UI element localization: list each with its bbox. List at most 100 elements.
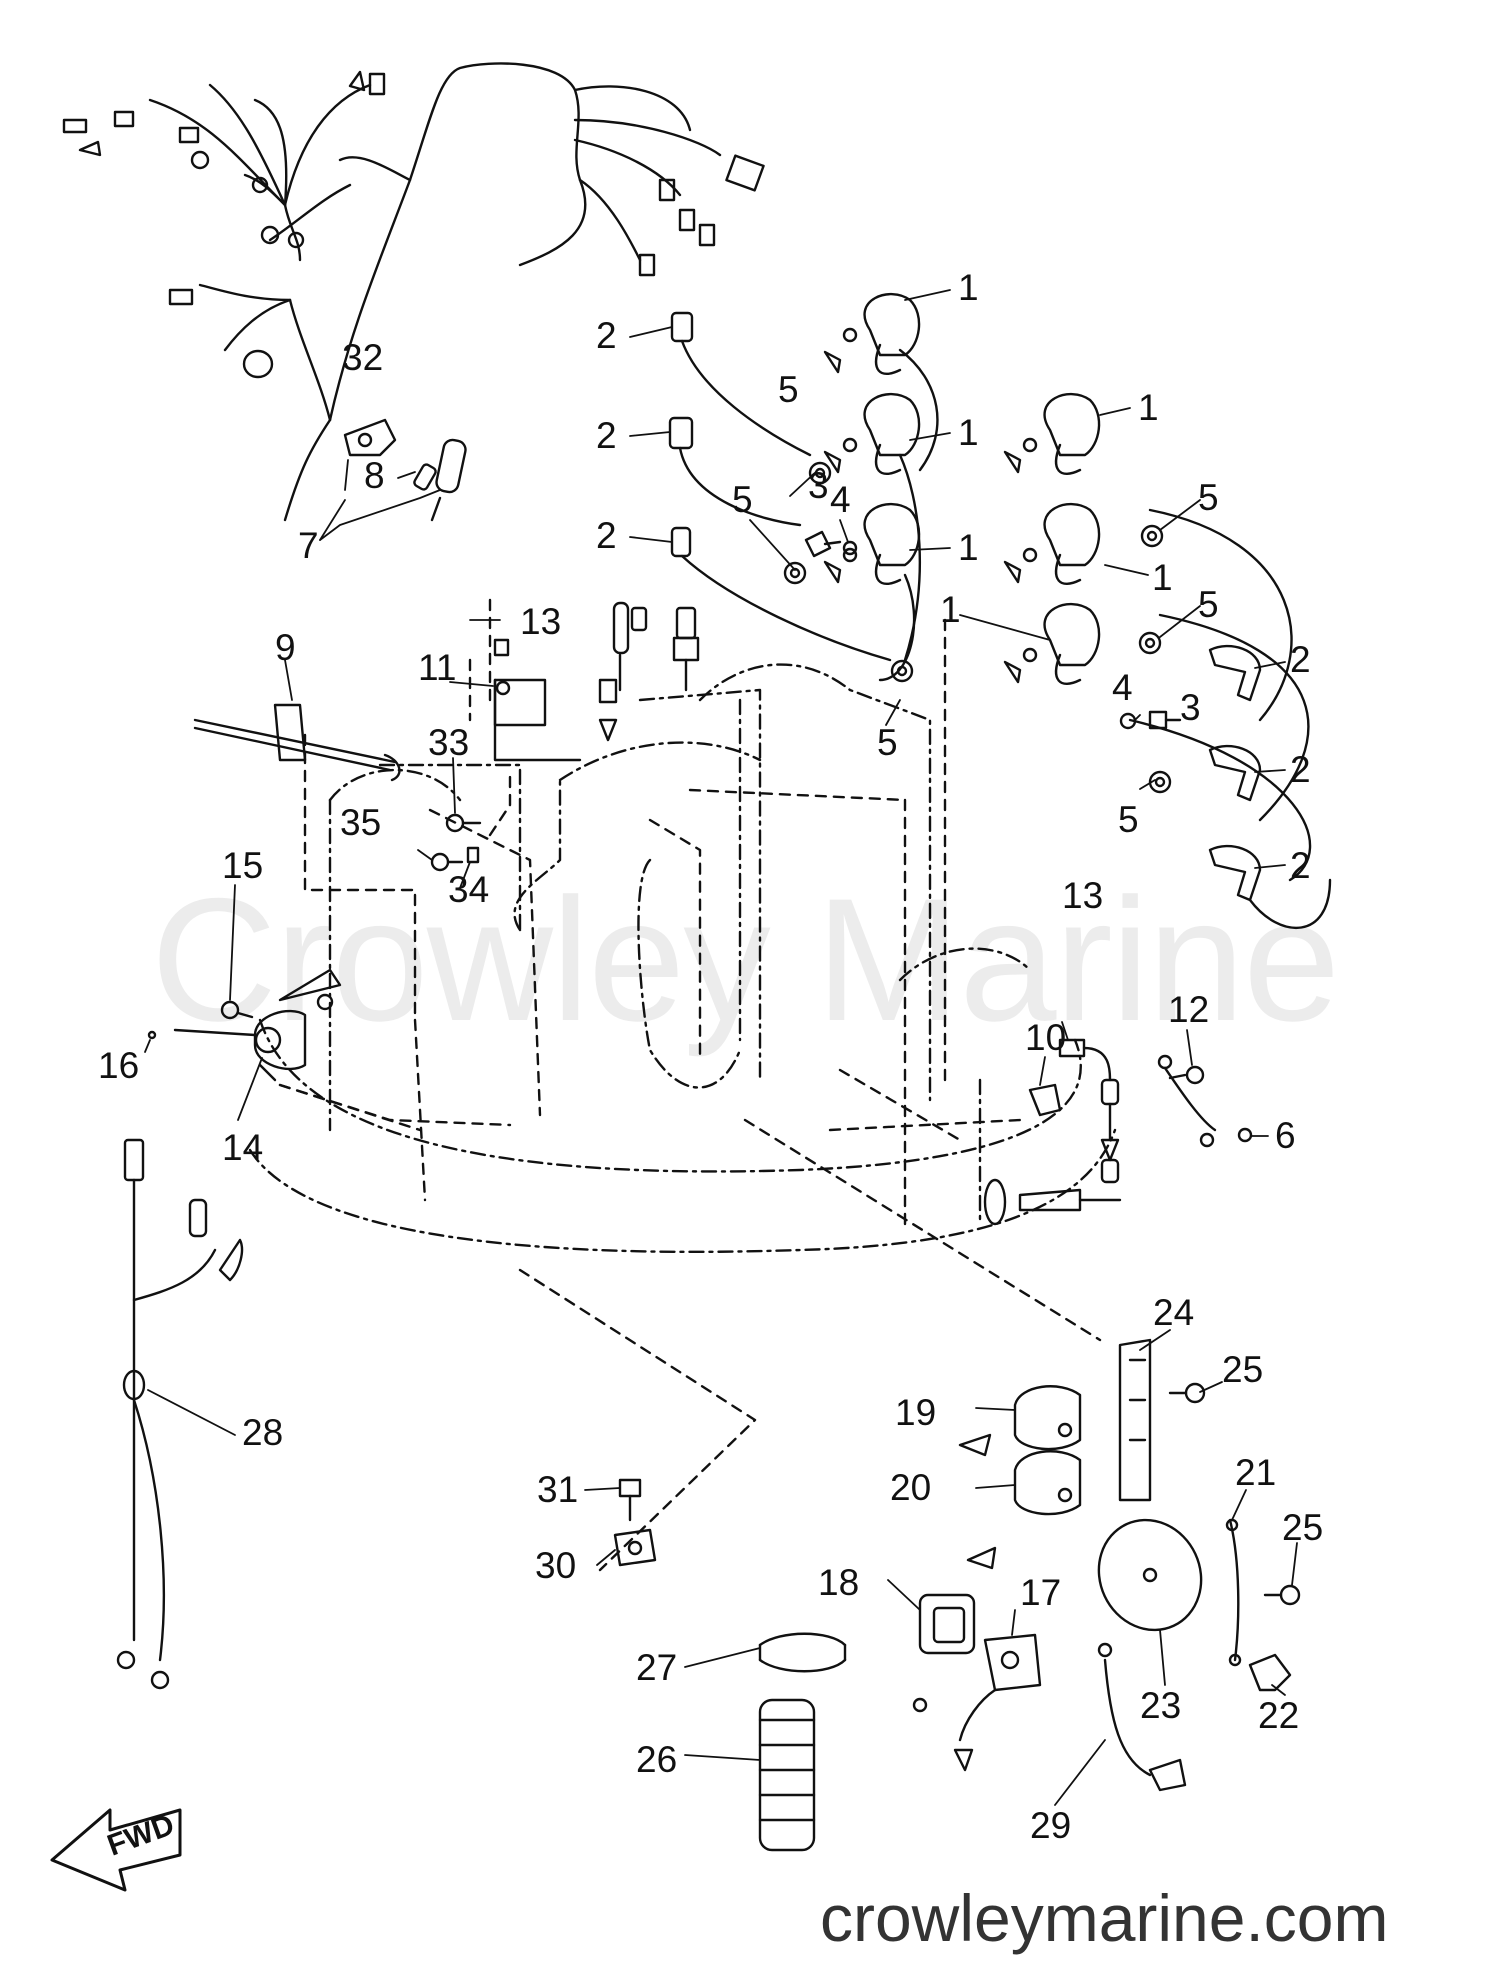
part-10-clamp [1028, 1083, 1062, 1117]
callout-12: 12 [1168, 989, 1209, 1030]
part-1-coil-a [823, 292, 921, 376]
callout-2: 2 [596, 415, 617, 456]
spark-plug-center [672, 606, 700, 692]
part-19-relay [958, 1385, 1082, 1457]
callout-34: 34 [448, 869, 489, 910]
part-1-coil-f [1003, 602, 1101, 686]
leader-lines [278, 598, 1102, 1572]
callout-20: 20 [890, 1467, 931, 1508]
part-2-plug-cap-b [668, 416, 694, 450]
fwd-label: FWD [103, 1808, 178, 1862]
callout-14: 14 [222, 1127, 263, 1168]
part-27-band [758, 1632, 847, 1673]
part-15-bolt [220, 968, 342, 1020]
part-4-washer [842, 540, 858, 556]
part-5-grommet [783, 561, 807, 585]
callout-23: 23 [1140, 1685, 1181, 1726]
callout-10: 10 [1025, 1017, 1066, 1058]
callout-1: 1 [958, 412, 979, 453]
part-1-coil-b [823, 392, 921, 476]
callout-7: 7 [298, 525, 319, 566]
callout-4: 4 [1112, 667, 1133, 708]
part-16-pin [147, 1030, 157, 1040]
part-22-cap [1248, 1653, 1292, 1692]
part-13-sensor-top [598, 601, 648, 742]
part-7-fuse-holder [430, 438, 467, 522]
callout-5: 5 [877, 722, 898, 763]
callout-30: 30 [535, 1545, 576, 1586]
part-5-grommet [1140, 524, 1164, 548]
callout-35: 35 [340, 802, 381, 843]
callout-5: 5 [732, 479, 753, 520]
callout-6: 6 [1275, 1115, 1296, 1156]
harness-connector-block [725, 154, 765, 192]
callout-13: 13 [520, 601, 561, 642]
callout-33: 33 [428, 722, 469, 763]
callout-2: 2 [1290, 749, 1311, 790]
part-1-coil-d [1003, 392, 1101, 476]
callout-leaders [144, 289, 1298, 1806]
spark-plug-caps-right [1128, 508, 1332, 930]
part-33-bolt [445, 813, 482, 833]
part-5-grommet [890, 659, 914, 683]
part-25-bolt-top [1168, 1382, 1206, 1404]
part-18-connector [918, 1593, 976, 1655]
part-5-grommet [808, 461, 832, 485]
part-29-lead [1097, 1642, 1187, 1792]
bolt-11 [493, 638, 510, 657]
callout-1: 1 [958, 267, 979, 308]
part-31-bolt [618, 1478, 642, 1522]
part-4-washer [1119, 712, 1137, 730]
part-35-bolt [430, 852, 464, 872]
part-3-bolt [804, 530, 832, 558]
callout-24: 24 [1153, 1292, 1194, 1333]
part-24-bracket [1118, 1338, 1152, 1502]
callout-2: 2 [1290, 639, 1311, 680]
callout-2: 2 [596, 515, 617, 556]
part-11-bracket [493, 678, 582, 762]
part-34-clip [466, 846, 480, 864]
part-14-thermo-switch [173, 1009, 307, 1082]
callout-4: 4 [830, 479, 851, 520]
part-1-coil-e [1003, 502, 1101, 586]
part-2-plug-cap-c [670, 526, 692, 558]
spark-plug-caps-left [668, 311, 939, 682]
callout-1: 1 [1152, 557, 1173, 598]
callout-22: 22 [1258, 1695, 1299, 1736]
part-32-clamp [343, 418, 397, 457]
part-8-fuse [413, 463, 437, 491]
engine-block-outline [248, 663, 1117, 1254]
callout-18: 18 [818, 1562, 859, 1603]
callout-1: 1 [940, 589, 961, 630]
callout-21: 21 [1235, 1452, 1276, 1493]
callout-13: 13 [1062, 875, 1103, 916]
part-17-relay [912, 1633, 1042, 1772]
callout-3: 3 [1180, 687, 1201, 728]
footer-url[interactable]: crowleymarine.com [820, 1881, 1389, 1955]
callout-1: 1 [958, 527, 979, 568]
part-30-clamp [613, 1528, 657, 1567]
part-13-sensor-right [1058, 1038, 1120, 1184]
part-5-grommet [1138, 631, 1162, 655]
part-26-tube [758, 1698, 816, 1852]
callout-5: 5 [778, 369, 799, 410]
callout-32: 32 [342, 337, 383, 378]
callout-5: 5 [1198, 477, 1219, 518]
callout-9: 9 [275, 627, 296, 668]
ignition-coil-group [823, 292, 1101, 686]
callout-25: 25 [1282, 1507, 1323, 1548]
callout-15: 15 [222, 845, 263, 886]
fwd-arrow-icon: FWD [50, 1808, 182, 1892]
part-2-elbow-cap-a [1208, 644, 1262, 702]
part-1-coil-c [823, 502, 921, 586]
part-2-elbow-cap-b [1208, 744, 1262, 802]
part-28-lead-wire [116, 1138, 244, 1690]
callout-5: 5 [1118, 799, 1139, 840]
callout-1: 1 [1138, 387, 1159, 428]
part-20-relay [966, 1450, 1082, 1570]
callout-11: 11 [418, 647, 456, 688]
part-2-elbow-cap-c [1208, 844, 1262, 902]
wire-harness [62, 62, 765, 522]
harness-round-connector [242, 349, 274, 379]
